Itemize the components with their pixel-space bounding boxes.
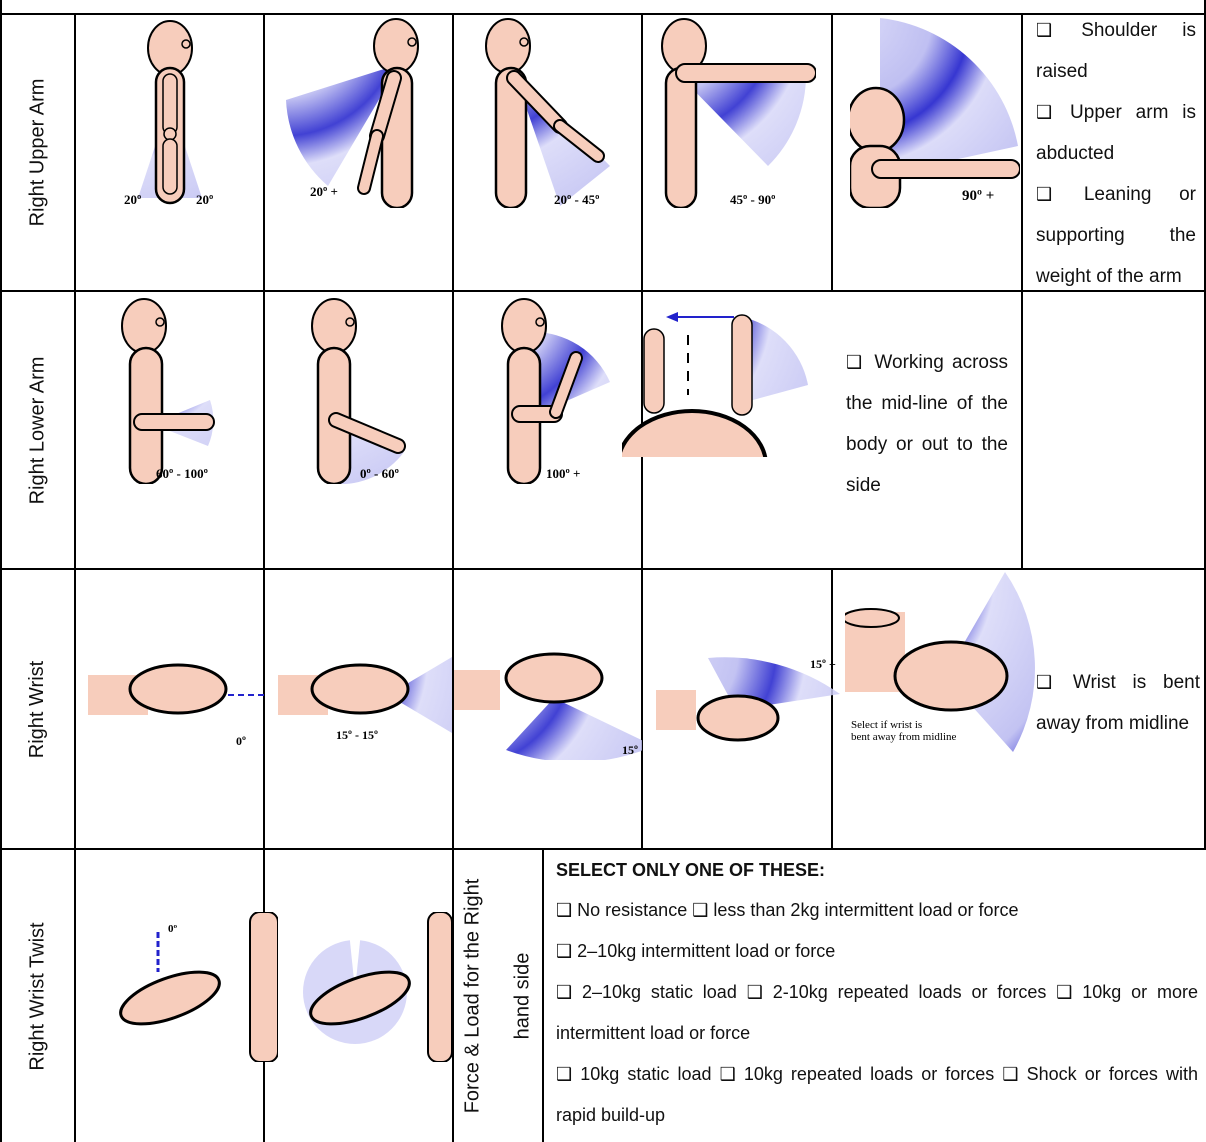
angle-label: 15º +	[810, 657, 836, 671]
lower-arm-midline-figure[interactable]	[622, 305, 812, 457]
lower-arm-option[interactable]: ❑ Working across the mid-line of the bod…	[846, 342, 1008, 506]
force-option[interactable]: 10kg repeated loads or forces	[744, 1064, 995, 1084]
checkbox-icon[interactable]: ❑	[556, 982, 572, 1003]
row-divider	[0, 290, 1206, 292]
force-label-line2: hand side	[497, 879, 547, 1114]
angle-label: 15º - 15º	[336, 728, 378, 742]
angle-label: 20º	[124, 192, 141, 207]
row-label-right-wrist: Right Wrist	[2, 570, 74, 848]
hand-illustration: 15º +	[454, 650, 642, 760]
force-option[interactable]: No resistance	[577, 900, 687, 920]
checkbox-icon[interactable]: ❑	[1036, 672, 1052, 693]
option-shoulder-raised[interactable]: ❑ Shoulder is raised	[1036, 10, 1196, 92]
hand-illustration	[300, 912, 452, 1062]
mannequin-illustration: 20º 20º	[100, 16, 240, 208]
column-divider	[1021, 13, 1023, 568]
angle-label: 90º +	[962, 188, 994, 204]
table-top-border	[0, 13, 1206, 15]
hand-illustration: 0º	[110, 912, 278, 1062]
force-label-line1: Force & Load for the Right	[447, 879, 497, 1114]
mannequin-illustration	[622, 305, 812, 457]
mannequin-illustration: 20º - 45º	[470, 16, 630, 208]
select-heading: SELECT ONLY ONE OF THESE:	[556, 850, 1198, 890]
angle-label: 60º - 100º	[156, 466, 208, 481]
angle-label: 0º - 60º	[360, 466, 399, 481]
checkbox-icon[interactable]: ❑	[1056, 982, 1072, 1003]
upper-arm-options: ❑ Shoulder is raised ❑ Upper arm is abdu…	[1036, 10, 1196, 297]
checkbox-icon[interactable]: ❑	[556, 900, 572, 921]
angle-label: 0º	[236, 734, 246, 748]
lower-arm-60-100-figure[interactable]: 60º - 100º	[100, 296, 250, 484]
angle-label: 20º	[196, 192, 213, 207]
wrist-twist-rotation-figure[interactable]	[300, 912, 452, 1062]
checkbox-icon[interactable]: ❑	[846, 352, 862, 373]
angle-label: 15º +	[622, 743, 642, 757]
wrist-flex-figure[interactable]: 15º +	[454, 650, 642, 760]
row-label-right-lower-arm: Right Lower Arm	[2, 292, 74, 568]
hand-illustration: Select if wrist is bent away from midlin…	[845, 572, 1035, 752]
row-label-right-upper-arm: Right Upper Arm	[2, 15, 74, 290]
force-option[interactable]: 10kg static load	[580, 1064, 711, 1084]
option-leaning-supporting[interactable]: ❑ Leaning or supporting the weight of th…	[1036, 174, 1196, 297]
angle-label: 0º	[168, 923, 178, 935]
angle-label: 20º +	[310, 184, 338, 199]
mannequin-illustration: 60º - 100º	[100, 296, 250, 484]
lower-arm-0-60-figure[interactable]: 0º - 60º	[288, 296, 438, 484]
checkbox-icon[interactable]: ❑	[1036, 20, 1052, 41]
hand-illustration: 15º - 15º	[278, 655, 452, 750]
checkbox-icon[interactable]: ❑	[1002, 1064, 1018, 1085]
checkbox-icon[interactable]: ❑	[556, 1064, 572, 1085]
angle-label: 45º - 90º	[730, 192, 775, 207]
option-upper-arm-abducted[interactable]: ❑ Upper arm is abducted	[1036, 92, 1196, 174]
force-option[interactable]: 2–10kg intermittent load or force	[577, 941, 835, 961]
mannequin-illustration: 90º +	[850, 16, 1020, 208]
force-options-panel: SELECT ONLY ONE OF THESE: ❑ No resistanc…	[556, 850, 1198, 1136]
mannequin-illustration: 100º +	[476, 296, 626, 484]
upper-arm-90-plus-figure[interactable]: 90º +	[850, 16, 1020, 208]
angle-label: 100º +	[546, 466, 580, 481]
wrist-extension-figure[interactable]: 15º +	[656, 650, 844, 760]
column-divider	[74, 13, 76, 1142]
hand-illustration: 15º +	[656, 650, 844, 760]
hand-illustration: 0º	[88, 655, 264, 750]
upper-arm-extension-figure[interactable]: 20º +	[282, 16, 442, 208]
checkbox-icon[interactable]: ❑	[556, 941, 572, 962]
force-load-label: Force & Load for the Right hand side	[452, 850, 542, 1142]
wrist-15-15-figure[interactable]: 15º - 15º	[278, 655, 452, 750]
wrist-option[interactable]: ❑ Wrist is bent away from midline	[1036, 662, 1200, 744]
checkbox-icon[interactable]: ❑	[720, 1064, 736, 1085]
illustration-caption: Select if wrist is bent away from midlin…	[851, 719, 957, 743]
upper-arm-45-90-figure[interactable]: 45º - 90º	[656, 16, 816, 208]
checkbox-icon[interactable]: ❑	[1036, 184, 1052, 205]
force-option[interactable]: 2–10kg static load	[582, 982, 737, 1002]
column-divider	[831, 13, 833, 290]
wrist-midline-figure[interactable]: Select if wrist is bent away from midlin…	[845, 572, 1035, 752]
row-divider	[0, 568, 1206, 570]
mannequin-illustration: 0º - 60º	[288, 296, 438, 484]
upper-arm-neutral-figure[interactable]: 20º 20º	[100, 16, 240, 208]
checkbox-icon[interactable]: ❑	[747, 982, 763, 1003]
mannequin-illustration: 45º - 90º	[656, 16, 816, 208]
wrist-twist-0-figure[interactable]: 0º	[110, 912, 278, 1062]
force-option[interactable]: 2-10kg repeated loads or forces	[773, 982, 1047, 1002]
lower-arm-100-plus-figure[interactable]: 100º +	[476, 296, 626, 484]
wrist-0-figure[interactable]: 0º	[88, 655, 264, 750]
row-label-right-wrist-twist: Right Wrist Twist	[2, 850, 74, 1142]
angle-label: 20º - 45º	[554, 192, 599, 207]
force-option[interactable]: less than 2kg intermittent load or force	[713, 900, 1018, 920]
mannequin-illustration: 20º +	[282, 16, 442, 208]
upper-arm-20-45-figure[interactable]: 20º - 45º	[470, 16, 630, 208]
checkbox-icon[interactable]: ❑	[692, 900, 708, 921]
checkbox-icon[interactable]: ❑	[1036, 102, 1052, 123]
